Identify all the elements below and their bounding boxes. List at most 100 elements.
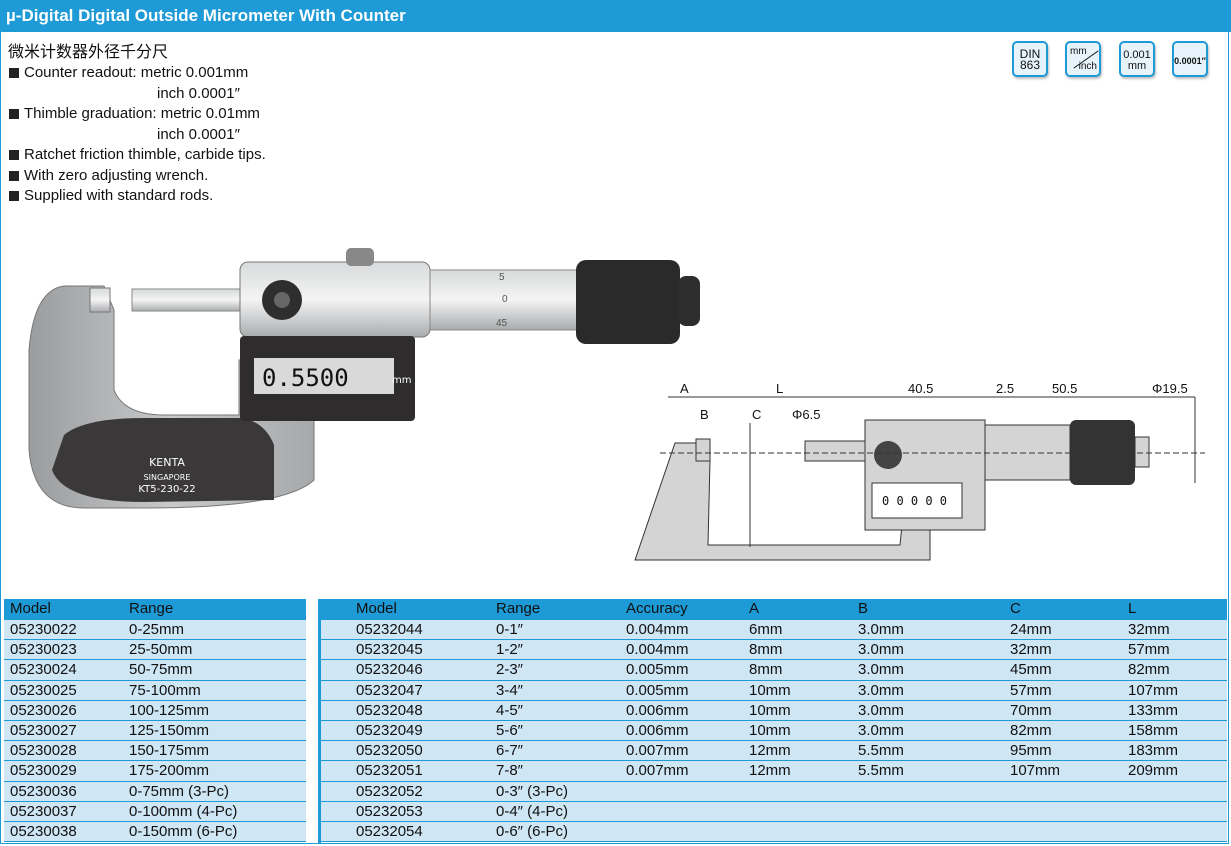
table-cell: 3.0mm xyxy=(858,701,904,719)
table-cell: 2-3″ xyxy=(496,661,523,679)
feature-subline: inch 0.0001″ xyxy=(157,125,240,143)
table-cell: 45mm xyxy=(1010,661,1052,679)
feature-item: Supplied with standard rods. xyxy=(8,186,266,207)
table-cell: 05232049 xyxy=(356,721,423,739)
table-cell: 82mm xyxy=(1128,661,1170,679)
table-cell: 12mm xyxy=(749,742,791,760)
inch-resolution: 0.0001″ xyxy=(1174,56,1206,66)
table-cell: 3.0mm xyxy=(858,721,904,739)
table-cell: 0-6″ (6-Pc) xyxy=(496,822,568,840)
header-model: Model xyxy=(356,600,397,617)
header-range: Range xyxy=(129,600,174,617)
table-cell: 05232045 xyxy=(356,641,423,659)
dim-label-body: 40.5 xyxy=(908,381,933,396)
table-cell: 0.005mm xyxy=(626,661,689,679)
header-a: A xyxy=(749,600,760,617)
table-cell: 0.004mm xyxy=(626,641,689,659)
counter-window xyxy=(254,358,394,394)
table-cell: 3.0mm xyxy=(858,661,904,679)
table-cell: 05230029 xyxy=(10,762,77,780)
table-cell: 05230024 xyxy=(10,661,77,679)
table-cell: 5.5mm xyxy=(858,762,904,780)
header-b: B xyxy=(858,600,869,617)
table-cell: 05230025 xyxy=(10,681,77,699)
feature-text: With zero adjusting wrench. xyxy=(24,166,209,184)
bullet-icon xyxy=(9,109,19,119)
table-cell: 12mm xyxy=(749,762,791,780)
table-cell: 125-150mm xyxy=(129,721,210,739)
dim-label-a: A xyxy=(680,381,689,396)
table-cell: 8mm xyxy=(749,641,783,659)
table-cell: 57mm xyxy=(1010,681,1052,699)
table-cell: 0-25mm xyxy=(129,621,185,638)
anvil xyxy=(89,287,111,313)
unit-inch: inch xyxy=(1078,61,1097,72)
header-range: Range xyxy=(496,600,541,617)
table-cell: 3-4″ xyxy=(496,681,523,699)
table-cell: 0.004mm xyxy=(626,621,689,638)
feature-text: Counter readout: metric 0.001mm xyxy=(24,64,249,81)
table-cell: 05232050 xyxy=(356,742,423,760)
resolution-value: 0.001 xyxy=(1123,49,1151,61)
table-cell: 0.007mm xyxy=(626,742,689,760)
header-l: L xyxy=(1128,600,1137,617)
table-cell: 25-50mm xyxy=(129,641,193,659)
dim-label-gap: 2.5 xyxy=(996,381,1014,396)
table-cell: 05230023 xyxy=(10,641,77,659)
table-cell: 70mm xyxy=(1010,701,1052,719)
table-cell: 05230022 xyxy=(10,621,77,638)
bullet-icon xyxy=(9,150,19,160)
table-row: 05230022 0-25mm xyxy=(4,619,306,640)
table-cell: 107mm xyxy=(1010,762,1061,780)
unit-mm: mm xyxy=(1070,46,1087,57)
dimension-diagram: 0 0 0 0 0 A L 40.5 2.5 50.5 Φ19.5 B C Φ6… xyxy=(634,381,1205,561)
din-badge-icon: DIN 863 xyxy=(1012,41,1048,77)
ratchet-cap xyxy=(678,276,700,326)
table-cell: 0.006mm xyxy=(626,721,689,739)
table-cell: 10mm xyxy=(749,681,791,699)
feature-item: Thimble graduation: metric 0.01mm xyxy=(8,104,266,125)
feature-list: Counter readout: metric 0.001mm inch 0.0… xyxy=(8,63,266,207)
table-cell: 0-75mm (3-Pc) xyxy=(129,782,230,800)
table-cell: 05230036 xyxy=(10,782,77,800)
table-cell: 05232053 xyxy=(356,802,423,820)
header-c: C xyxy=(1010,600,1021,617)
table-cell: 24mm xyxy=(1010,621,1052,638)
table-cell: 3.0mm xyxy=(858,641,904,659)
table-cell: 95mm xyxy=(1010,742,1052,760)
dim-label-b: B xyxy=(700,407,709,422)
table-cell: 10mm xyxy=(749,701,791,719)
bullet-icon xyxy=(9,191,19,201)
table-cell: 0-4″ (4-Pc) xyxy=(496,802,568,820)
table-cell: 107mm xyxy=(1128,681,1179,699)
brand-text: KENTA xyxy=(149,456,185,469)
page-title: µ-Digital Digital Outside Micrometer Wit… xyxy=(0,0,1231,32)
top-knob xyxy=(346,248,374,266)
dim-label-spindle: Φ6.5 xyxy=(792,407,820,422)
table-cell: 32mm xyxy=(1010,641,1052,659)
table-cell: 158mm xyxy=(1128,721,1179,739)
table-cell: 0-100mm (4-Pc) xyxy=(129,802,238,820)
dim-label-diameter: Φ19.5 xyxy=(1152,381,1188,396)
table-cell: 133mm xyxy=(1128,701,1179,719)
table-cell: 183mm xyxy=(1128,742,1179,760)
table-cell: 6-7″ xyxy=(496,742,523,760)
table-cell: 05230038 xyxy=(10,822,77,840)
table-cell: 3.0mm xyxy=(858,681,904,699)
table-cell: 50-75mm xyxy=(129,661,193,679)
micrometer-photo: KENTA SINGAPORE KT5-230-22 0.5500 mm 5 0… xyxy=(28,248,700,509)
table-cell: 150-175mm xyxy=(129,742,210,760)
din-number: 863 xyxy=(1019,58,1041,72)
diagram-spindle xyxy=(804,440,866,462)
